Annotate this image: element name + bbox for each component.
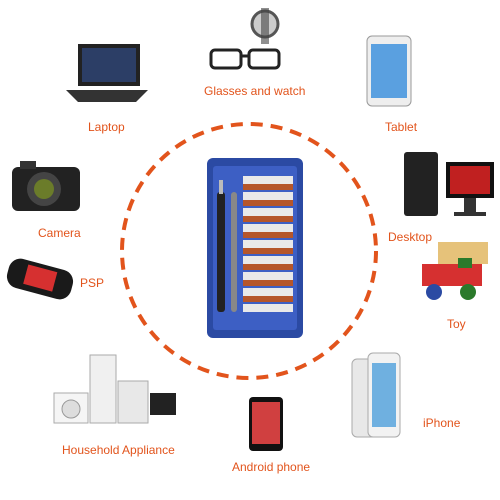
- screwdriver-kit-icon: [207, 158, 303, 338]
- toy-icon: [422, 242, 488, 300]
- tablet-icon: [366, 35, 412, 107]
- psp-item: [5, 258, 77, 308]
- toy-label: Toy: [447, 317, 466, 331]
- tablet-item: [365, 34, 415, 110]
- psp-icon: [6, 258, 74, 300]
- camera-label: Camera: [38, 226, 81, 240]
- iphone-icon: [351, 352, 401, 438]
- appliance-icon: [53, 354, 176, 424]
- laptop-item: [60, 40, 150, 110]
- desktop-label: Desktop: [388, 230, 433, 244]
- android-phone-icon: [249, 397, 283, 451]
- iphone-label: iPhone: [423, 416, 461, 430]
- camera-icon: [12, 161, 80, 211]
- appliance-item: [50, 353, 180, 433]
- toy-item: [418, 236, 494, 310]
- psp-label: PSP: [80, 276, 105, 290]
- camera-item: [8, 155, 84, 215]
- android-phone-item: [248, 396, 286, 452]
- iphone-item: [350, 349, 420, 441]
- tablet-label: Tablet: [385, 120, 418, 134]
- desktop-item: [402, 150, 497, 222]
- desktop-icon: [404, 152, 494, 216]
- screwdriver-kit: [205, 156, 305, 340]
- laptop-icon: [66, 44, 148, 102]
- appliance-label: Household Appliance: [62, 443, 175, 457]
- laptop-label: Laptop: [88, 120, 125, 134]
- glasses-watch-label: Glasses and watch: [204, 84, 306, 98]
- glasses-watch-item: [205, 8, 295, 78]
- glasses-watch-icon: [209, 8, 281, 70]
- android-phone-label: Android phone: [232, 460, 311, 474]
